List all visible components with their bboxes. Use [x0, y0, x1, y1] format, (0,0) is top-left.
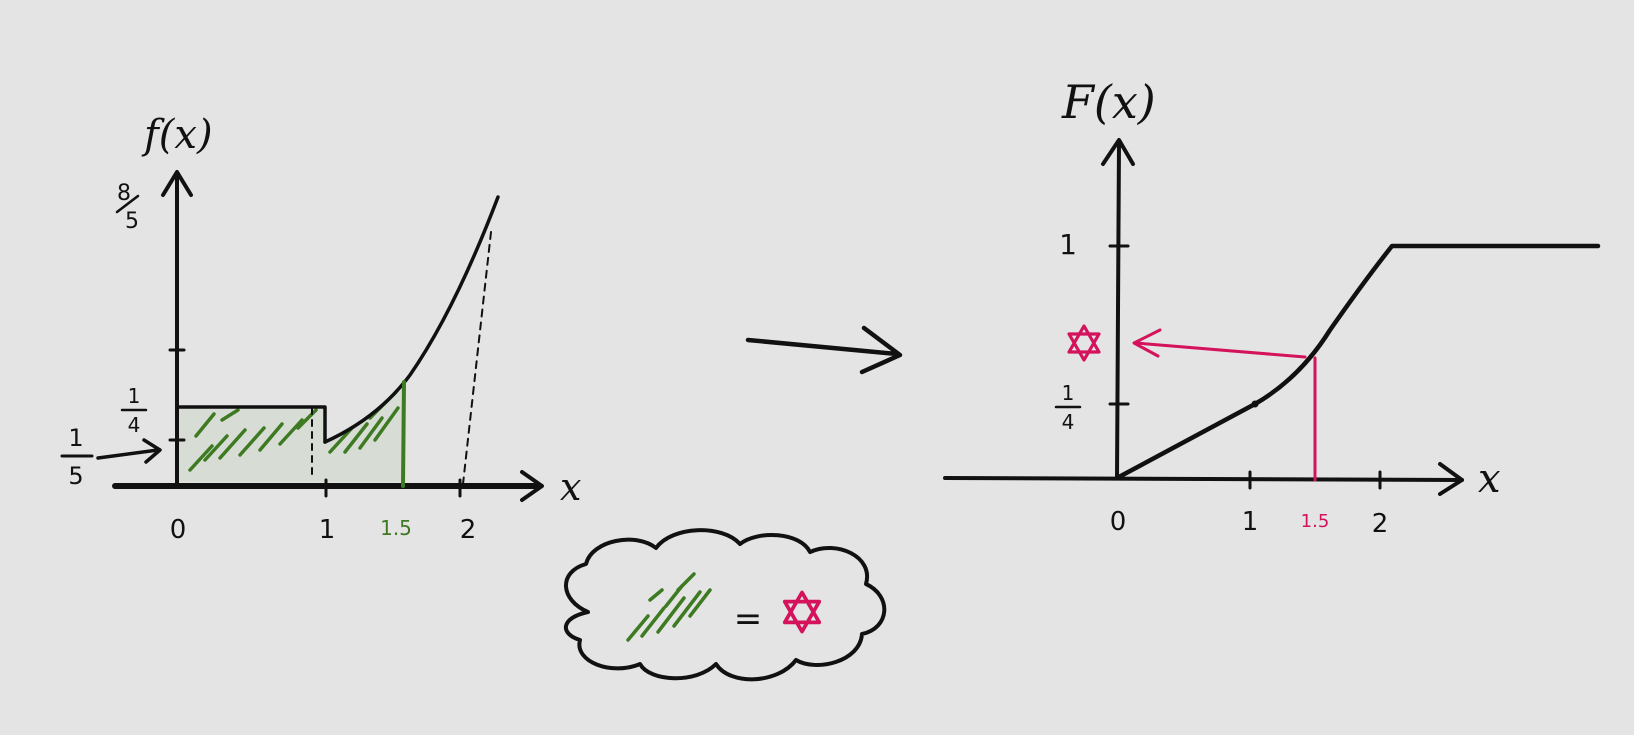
cdf-knot-point [1251, 400, 1259, 408]
pdf-x-tick-1-5: 1.5 [380, 516, 412, 540]
cdf-y-tick-1: 1 [1059, 228, 1077, 261]
pdf-graph: f(x) x [60, 112, 581, 545]
cdf-graph: F(x) x 1 1 4 0 1 1.5 2 [943, 75, 1601, 539]
cdf-x-tick-1-5: 1.5 [1301, 511, 1330, 532]
pdf-pointer-denominator: 5 [68, 462, 83, 490]
pdf-y-tick-8-5-numerator: 8 [117, 181, 131, 206]
cdf-x-axis-label: x [1478, 456, 1501, 502]
star-of-david-icon [782, 590, 822, 634]
pdf-x-tick-1: 1 [319, 515, 336, 545]
pdf-y-axis-label: f(x) [141, 112, 213, 158]
legend-shade-swatch [626, 572, 712, 642]
pdf-x-tick-2: 2 [460, 515, 477, 545]
cdf-y-tick-quarter-denominator: 4 [1062, 410, 1075, 434]
cdf-x-tick-2: 2 [1372, 509, 1389, 539]
cdf-x-tick-0: 0 [1110, 507, 1127, 537]
pdf-y-tick-8-5-denominator: 5 [125, 209, 139, 234]
arrow-right-icon [745, 325, 903, 375]
pdf-pointer-numerator: 1 [68, 424, 83, 452]
arrow-right-icon [96, 438, 162, 464]
cdf-guide-horizontal [1134, 341, 1307, 359]
pdf-y-tick-quarter-numerator: 1 [128, 384, 141, 408]
cdf-y-tick-quarter-numerator: 1 [1062, 381, 1075, 405]
cdf-x-tick-1: 1 [1242, 507, 1259, 537]
pdf-x-tick-0: 0 [170, 515, 187, 545]
cdf-y-axis-label: F(x) [1061, 75, 1156, 129]
pdf-marker-1-5 [401, 380, 406, 488]
star-of-david-icon [1067, 324, 1101, 362]
shaded-area [175, 385, 402, 482]
pdf-x-axis-label: x [560, 465, 581, 509]
legend-equals-sign: = [734, 599, 763, 639]
pdf-y-tick-quarter-denominator: 4 [128, 413, 141, 437]
legend-cloud: = [563, 528, 887, 682]
